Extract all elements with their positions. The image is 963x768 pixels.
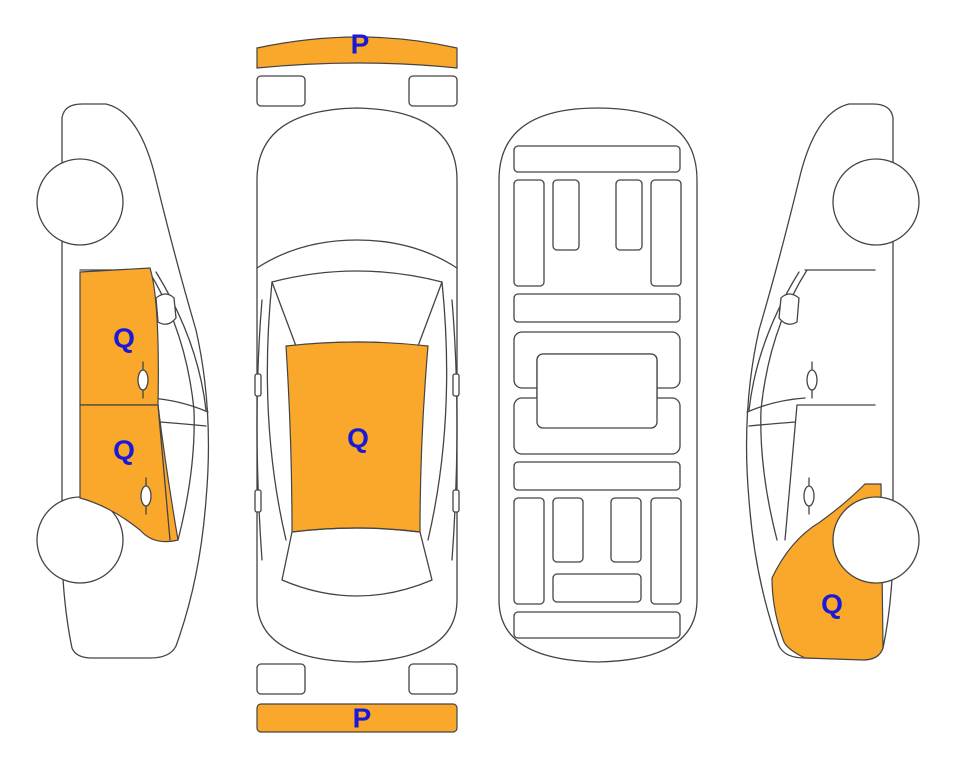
front-bumper-label: P [351,28,370,59]
right-rear-wheel [832,496,920,584]
front-right-light [408,75,458,107]
left-rear-door-damage [79,404,179,543]
left-front-door-handle [137,361,149,399]
left-rear-door-handle [140,477,152,515]
left-side-window-line-2 [155,271,207,411]
left-front-wheel [36,158,124,246]
right-rear-quarter-label: Q [821,588,843,619]
left-mirror [155,293,177,325]
left-front-door-label: Q [113,322,135,353]
rear-left-light [256,663,306,695]
right-side-view: Q [745,103,920,661]
left-rear-door-label: Q [113,434,135,465]
left-side-view: Q Q [36,103,210,659]
rear-right-light [408,663,458,695]
rear-bumper-label: P [353,702,372,733]
right-front-door-handle [806,361,818,399]
hood-line [256,239,458,269]
rear-bumper-damage [256,703,458,733]
right-front-wheel [832,158,920,246]
roof-label: Q [347,422,369,453]
front-bumper-damage [256,36,458,69]
right-mirror [778,293,800,325]
underside-view [498,107,698,663]
right-rear-door-handle [803,477,815,515]
front-left-light [256,75,306,107]
top-view: P Q P [254,28,460,733]
rear-window [281,527,433,597]
